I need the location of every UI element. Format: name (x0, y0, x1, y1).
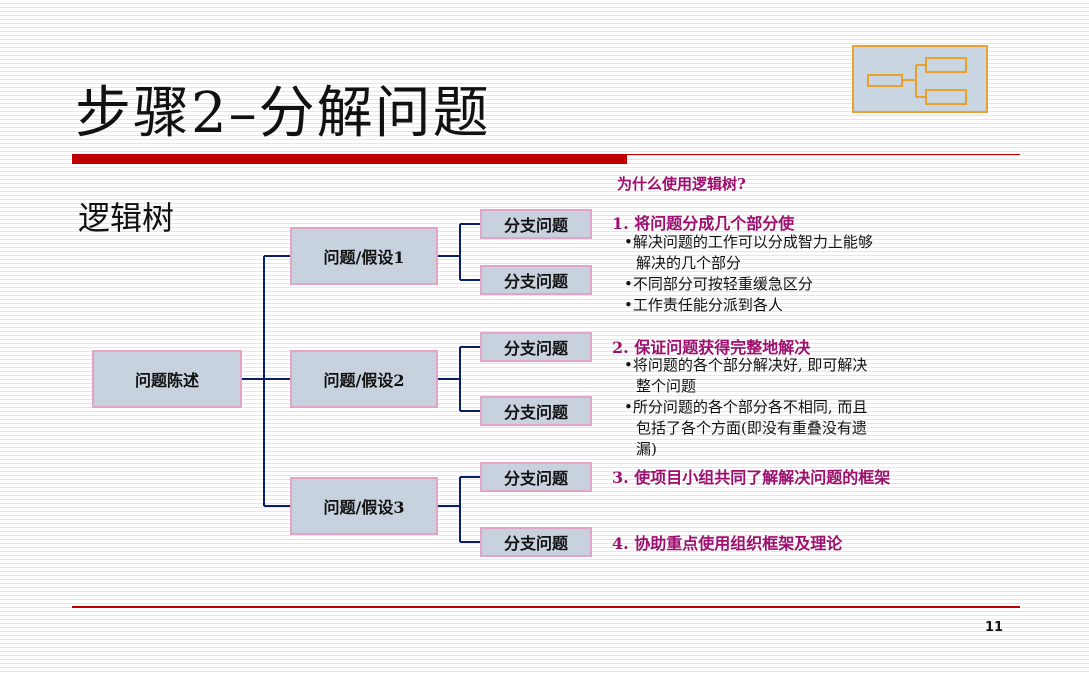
reason-heading-1: 1. 将问题分成几个部分使 (612, 214, 795, 233)
hypothesis-node-1: 问题/假设1 (290, 227, 438, 285)
reason-heading-3: 3. 使项目小组共同了解解决问题的框架 (612, 468, 891, 487)
slide-title: 步骤2–分解问题 (75, 81, 491, 146)
reason-1-line-2: 解决的几个部分 (636, 254, 742, 272)
reason-heading-2: 2. 保证问题获得完整地解决 (612, 338, 811, 357)
branch-node-1a: 分支问题 (480, 209, 592, 239)
hypothesis-node-3: 问题/假设3 (290, 477, 438, 535)
root-node-problem-statement: 问题陈述 (92, 350, 242, 408)
reasons-title: 为什么使用逻辑树? (617, 175, 746, 193)
reason-2-line-3: •所分问题的各个部分各不相同, 而且 (624, 398, 868, 416)
hypothesis-node-2: 问题/假设2 (290, 350, 438, 408)
logic-tree-subtitle: 逻辑树 (78, 199, 175, 237)
reason-2-line-1: •将问题的各个部分解决好, 即可解决 (624, 356, 868, 374)
reason-heading-4: 4. 协助重点使用组织框架及理论 (612, 534, 843, 553)
reason-2-line-5: 漏) (636, 440, 657, 458)
branch-node-2a: 分支问题 (480, 332, 592, 362)
page-number: 11 (985, 620, 1004, 635)
title-underline-thin (627, 154, 1020, 155)
branch-node-2b: 分支问题 (480, 396, 592, 426)
reason-1-line-4: •工作责任能分派到各人 (624, 296, 783, 314)
reason-1-line-3: •不同部分可按轻重缓急区分 (624, 275, 813, 293)
branch-node-1b: 分支问题 (480, 265, 592, 295)
branch-node-3a: 分支问题 (480, 462, 592, 492)
reason-2-line-2: 整个问题 (636, 377, 697, 395)
branch-node-3b: 分支问题 (480, 527, 592, 557)
title-underline-bar (72, 154, 627, 164)
reason-1-line-1: •解决问题的工作可以分成智力上能够 (624, 233, 873, 251)
reason-2-line-4: 包括了各个方面(即没有重叠没有遗 (636, 419, 867, 437)
footer-rule (72, 606, 1020, 608)
tree-logo-icon (852, 45, 988, 113)
